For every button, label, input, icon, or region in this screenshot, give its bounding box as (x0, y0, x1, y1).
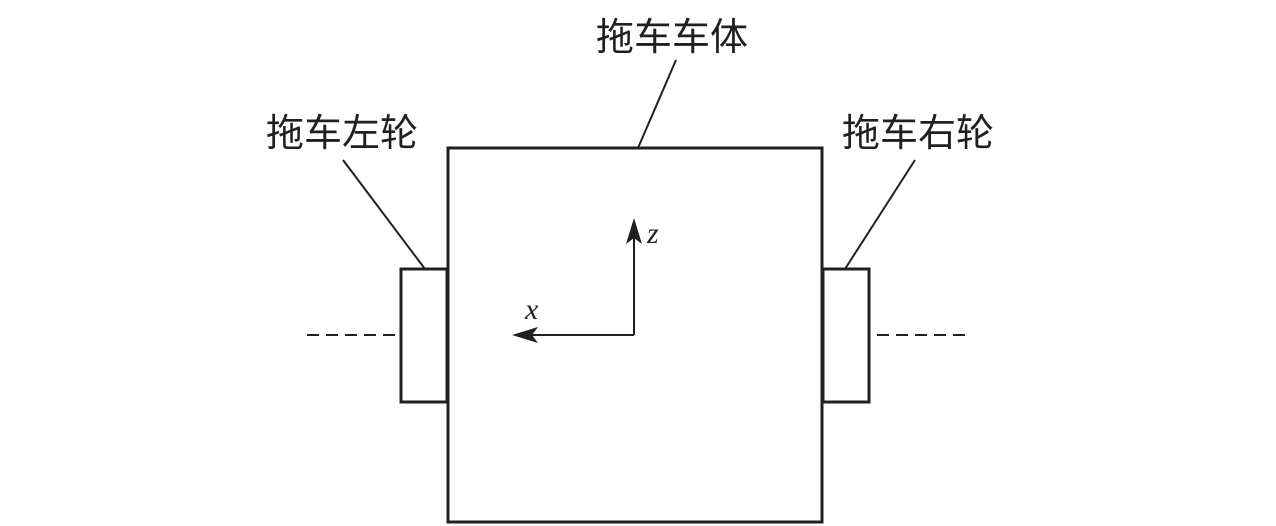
z-axis-label: z (646, 217, 659, 250)
left-wheel-label: 拖车左轮 (266, 111, 418, 155)
right-wheel (821, 267, 871, 404)
z-axis-arrowhead (626, 218, 642, 244)
x-axis-arrowhead (512, 327, 538, 343)
x-axis-label: x (524, 293, 539, 326)
right-wheel-leader-line (844, 159, 916, 270)
body-leader-line (637, 59, 677, 149)
left-wheel-leader-line (342, 159, 426, 270)
right-wheel-label: 拖车右轮 (842, 111, 994, 155)
left-wheel (399, 267, 449, 404)
body-label: 拖车车体 (596, 15, 748, 59)
